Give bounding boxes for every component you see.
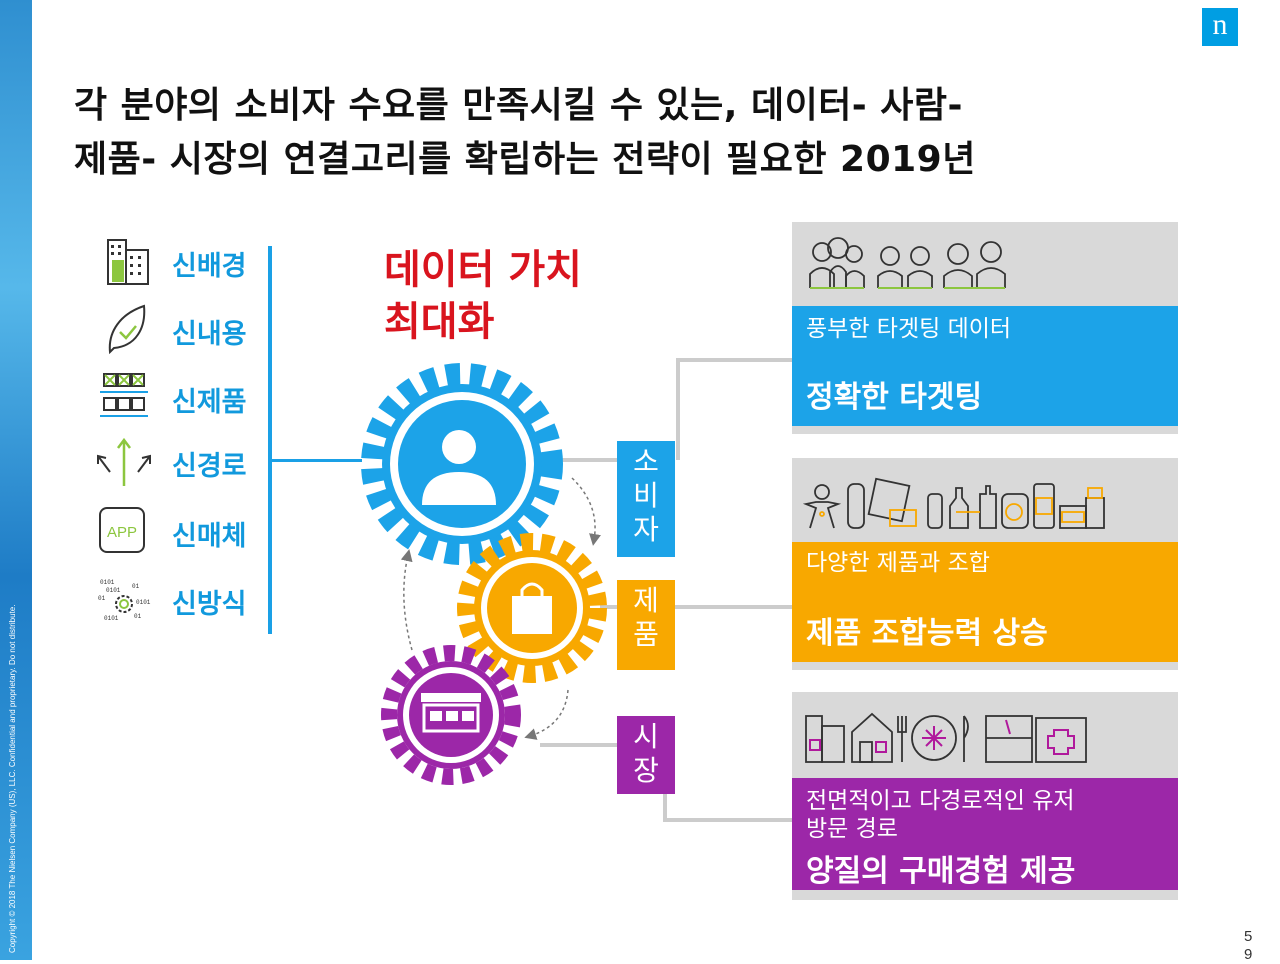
svg-text:01: 01 <box>134 613 142 620</box>
bracket-connector <box>272 459 362 462</box>
new-item-environment: 신배경 <box>96 236 266 286</box>
consumer-char: 소 <box>633 445 659 478</box>
panel-image <box>792 692 1178 778</box>
panel-footer <box>792 426 1178 434</box>
svg-text:APP: APP <box>107 524 137 541</box>
consumer-label: 소 비 자 <box>617 441 675 557</box>
market-char: 장 <box>633 754 659 787</box>
value-heading-line-1: 데이터 가치 <box>384 247 582 293</box>
panel-band: 전면적이고 다경로적인 유저 방문 경로 양질의 구매경험 제공 <box>792 778 1178 890</box>
panel-subtitle: 다양한 제품과 조합 <box>806 550 990 576</box>
title-line-1: 각 분야의 소비자 수요를 만족시킬 수 있는, 데이터- 사람- <box>74 85 963 126</box>
store-icon <box>421 693 481 733</box>
consumer-gear <box>361 363 563 565</box>
new-item-route: 신경로 <box>96 436 266 486</box>
panel-image <box>792 222 1178 306</box>
new-item-label: 신경로 <box>172 451 247 482</box>
new-item-content: 신내용 <box>96 304 266 354</box>
person-icon <box>422 430 496 505</box>
market-char: 시 <box>633 720 659 753</box>
page-number-digit: 9 <box>1244 946 1253 963</box>
people-group-icon <box>809 237 1006 289</box>
product-char: 제 <box>633 584 659 617</box>
buildings-icon <box>107 239 149 285</box>
products-row-icon <box>802 477 1105 529</box>
product-mix-panel: 다양한 제품과 조합 제품 조합능력 상승 <box>792 458 1178 670</box>
product-gear <box>457 533 607 683</box>
value-heading: 데이터 가치 최대화 <box>384 244 582 348</box>
svg-text:0101: 0101 <box>106 587 121 594</box>
svg-text:01: 01 <box>132 583 140 590</box>
new-item-label: 신배경 <box>172 251 247 282</box>
new-item-label: 신매체 <box>172 521 247 552</box>
new-item-media: APP 신매체 <box>96 506 266 556</box>
svg-text:0101: 0101 <box>100 579 115 586</box>
panel-subtitle: 풍부한 타겟팅 데이터 <box>806 316 1012 342</box>
panel-headline: 정확한 타겟팅 <box>806 380 983 415</box>
stores-row-icon <box>805 712 1087 763</box>
nielsen-logo: n <box>1202 8 1238 46</box>
targeting-panel: 풍부한 타겟팅 데이터 정확한 타겟팅 <box>792 222 1178 434</box>
cycle-arrow <box>571 477 601 546</box>
side-strip <box>0 0 32 960</box>
panel-subtitle: 전면적이고 다경로적인 유저 <box>806 788 1075 814</box>
cycle-arrow <box>400 549 413 651</box>
new-item-label: 신제품 <box>172 387 247 418</box>
consumer-char: 자 <box>633 513 659 546</box>
market-gear <box>381 645 521 785</box>
shelf-products-icon <box>100 373 148 417</box>
arrows-paths-icon <box>97 437 151 486</box>
svg-text:01: 01 <box>98 595 106 602</box>
new-item-label: 신방식 <box>172 589 247 620</box>
page-number: 5 9 <box>1244 928 1252 964</box>
panel-subtitle-line-2: 방문 경로 <box>806 816 898 842</box>
panel-image <box>792 458 1178 542</box>
leaf-check-icon <box>108 304 146 354</box>
value-heading-line-2: 최대화 <box>384 299 495 345</box>
panel-footer <box>792 890 1178 900</box>
list-bracket <box>268 246 272 634</box>
panel-footer <box>792 662 1178 670</box>
new-item-product: 신제품 <box>96 372 266 422</box>
svg-text:0101: 0101 <box>136 599 151 606</box>
consumer-char: 비 <box>633 479 659 512</box>
product-char: 품 <box>633 618 659 651</box>
product-label: 제 품 <box>617 580 675 670</box>
connector-lines <box>540 358 794 822</box>
panel-band: 풍부한 타겟팅 데이터 정확한 타겟팅 <box>792 306 1178 426</box>
new-item-label: 신내용 <box>172 319 247 350</box>
svg-text:0101: 0101 <box>104 615 119 622</box>
panel-headline: 제품 조합능력 상승 <box>806 616 1048 651</box>
purchase-experience-panel: 전면적이고 다경로적인 유저 방문 경로 양질의 구매경험 제공 <box>792 692 1178 904</box>
market-label: 시 장 <box>617 716 675 794</box>
page-number-digit: 5 <box>1244 928 1253 945</box>
shopping-bag-icon <box>512 582 552 634</box>
cycle-arrow <box>524 689 569 740</box>
title-line-2: 제품- 시장의 연결고리를 확립하는 전략이 필요한 2019년 <box>74 139 976 180</box>
panel-headline: 양질의 구매경험 제공 <box>806 854 1076 889</box>
panel-band: 다양한 제품과 조합 제품 조합능력 상승 <box>792 542 1178 662</box>
app-icon: APP <box>99 507 145 553</box>
